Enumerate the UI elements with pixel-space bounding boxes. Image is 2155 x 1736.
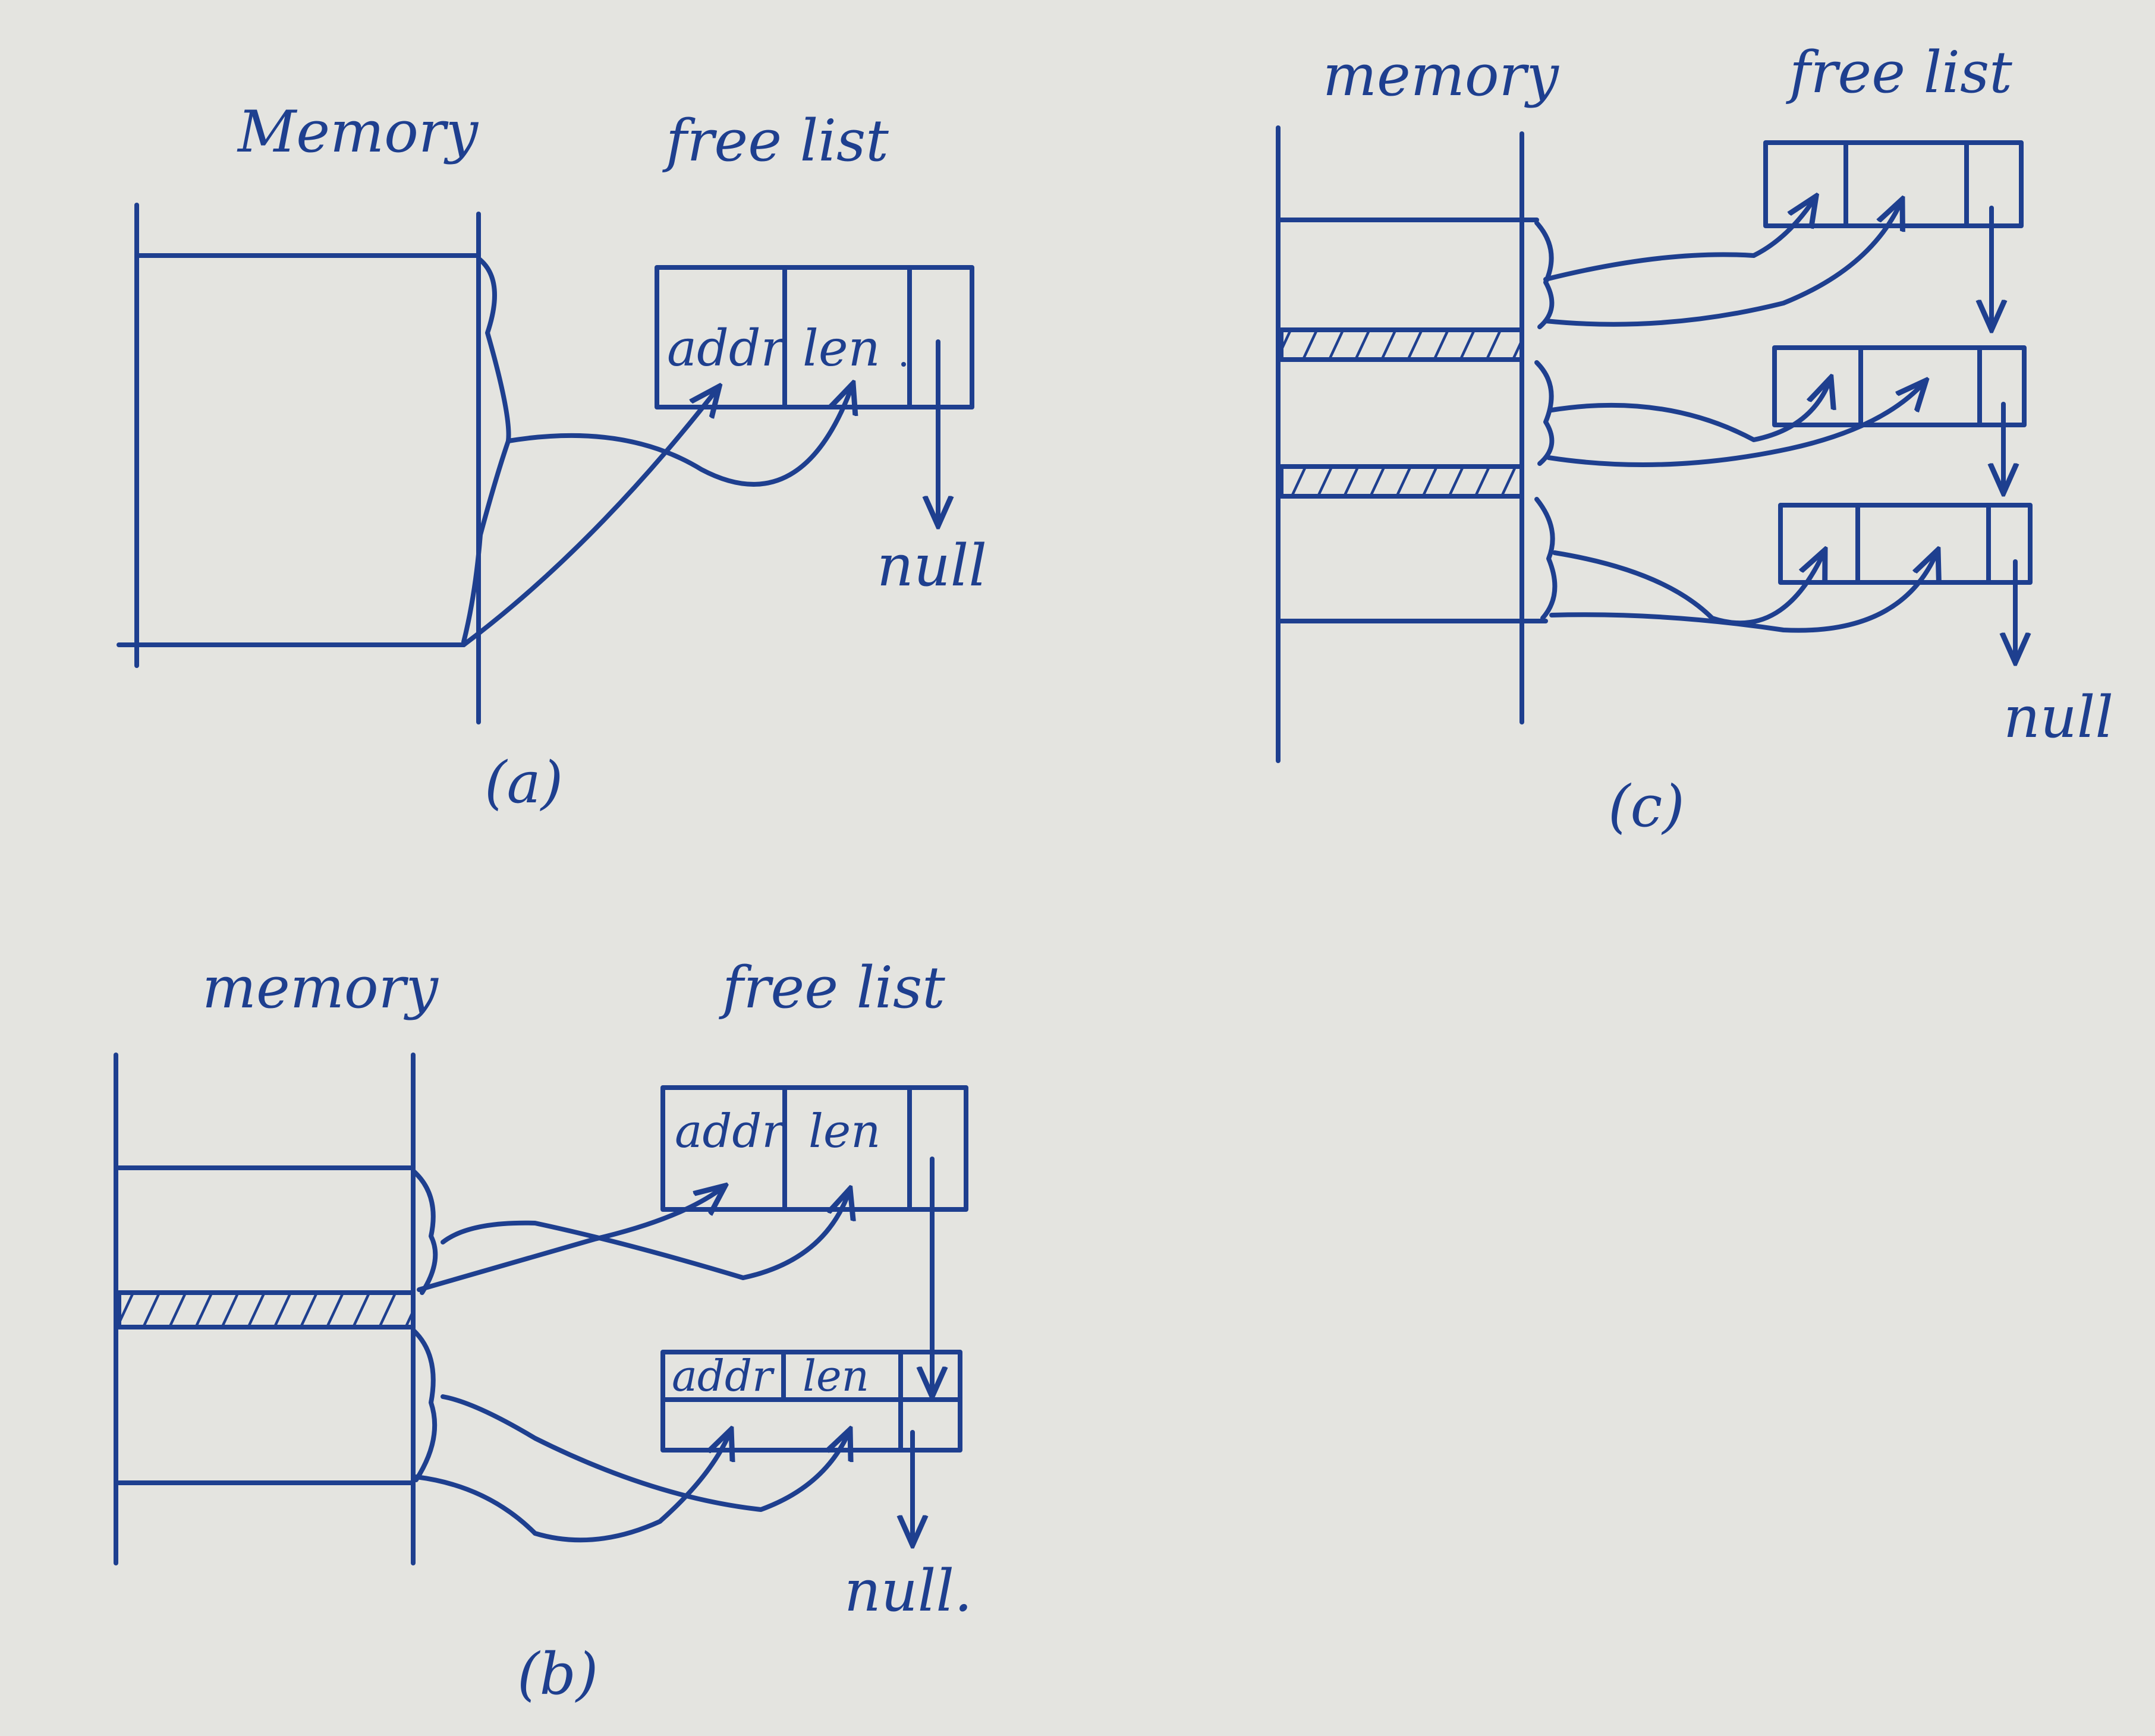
freelist-label-c: free list [1786, 39, 2012, 106]
addr-pointer-c2 [1549, 377, 1831, 442]
freelist-node-b2: addr len [660, 1350, 962, 1453]
len-pointer-b1 [441, 1189, 850, 1280]
panel-b: memory free list addr len [114, 954, 973, 1707]
allocated-block-c1 [1279, 327, 1524, 362]
len-pointer-c2 [1546, 380, 1926, 467]
null-label-c: null [2003, 684, 2113, 751]
memory-label-c: memory [1323, 42, 1560, 109]
len-field-b2: len [803, 1351, 869, 1401]
null-label-a: null [877, 533, 987, 599]
memory-block-a [117, 203, 511, 724]
memory-label-a: Memory [237, 99, 479, 165]
addr-pointer-a [461, 386, 719, 647]
caption-a: (a) [485, 749, 563, 816]
addr-field-b2: addr [672, 1351, 775, 1401]
panel-a: Memory free list addr len nul [117, 99, 987, 816]
freelist-node-c3 [1778, 503, 2033, 585]
len-pointer-a [506, 383, 853, 487]
addr-field-b1: addr [675, 1105, 787, 1158]
allocated-block-b [117, 1290, 416, 1329]
addr-pointer-b1 [417, 1186, 725, 1292]
addr-field-a: addr [667, 319, 788, 377]
len-field-a: len [803, 319, 880, 377]
freelist-node-a: addr len [655, 265, 974, 409]
len-pointer-c3 [1549, 550, 1938, 633]
freelist-label-a: free list [662, 108, 889, 174]
caption-b: (b) [517, 1641, 598, 1707]
null-label-b: null. [844, 1558, 973, 1624]
len-pointer-c1 [1543, 199, 1902, 327]
panel-c: memory free list [1276, 39, 2113, 840]
addr-pointer-c3 [1552, 550, 1825, 626]
freelist-label-b: free list [719, 954, 945, 1021]
caption-c: (c) [1608, 773, 1685, 840]
memory-block-c [1276, 125, 1558, 763]
len-pointer-b2 [441, 1394, 850, 1512]
freelist-node-c2 [1772, 345, 2027, 427]
addr-pointer-b2 [414, 1429, 731, 1543]
len-field-b1: len [808, 1105, 880, 1158]
memory-label-b: memory [202, 954, 439, 1021]
allocated-block-c2 [1279, 464, 1524, 499]
freelist-node-b1: addr len [660, 1085, 968, 1212]
memory-block-b [114, 1053, 438, 1565]
addr-pointer-c1 [1543, 196, 1816, 282]
